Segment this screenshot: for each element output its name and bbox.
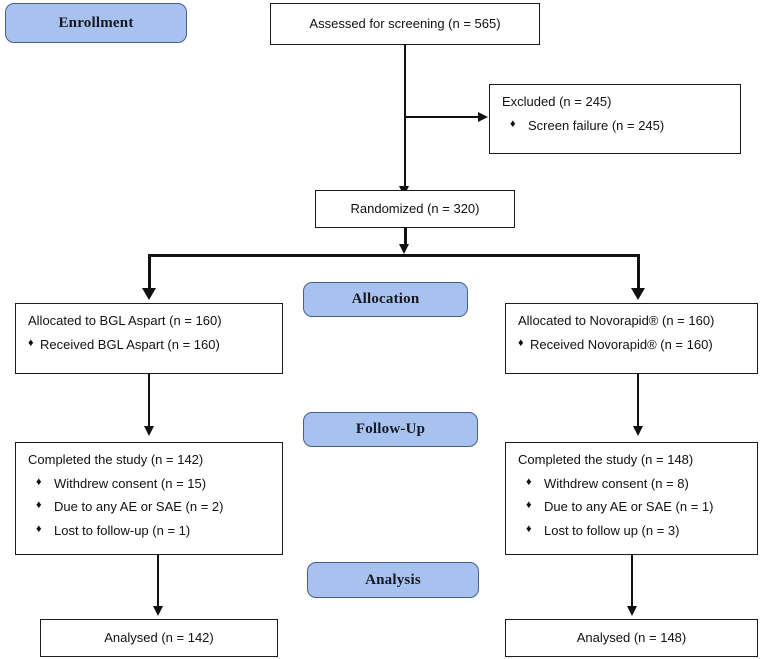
stage-label-allocation: Allocation — [303, 282, 468, 317]
connector-to-excluded — [405, 116, 478, 118]
diamond-bullet-icon: ♦ — [518, 336, 524, 349]
node-analysed-left: Analysed (n = 142) — [40, 619, 278, 657]
list-item: ♦ Received BGL Aspart (n = 160) — [28, 336, 272, 354]
connector-randomized-stem — [404, 228, 407, 248]
list-item-text: Screen failure (n = 245) — [528, 117, 665, 133]
connector-split-left-drop — [148, 254, 151, 292]
connector-split-right-drop — [637, 254, 640, 292]
list-item: ♦ Due to any AE or SAE (n = 2) — [28, 498, 272, 516]
arrowhead-left-followup — [144, 426, 154, 436]
list-item-text: Received BGL Aspart (n = 160) — [40, 336, 220, 352]
node-followup-left-title: Completed the study (n = 142) — [28, 452, 204, 467]
diamond-bullet-icon: ♦ — [36, 475, 42, 488]
node-followup-left-list: ♦ Withdrew consent (n = 15) ♦ Due to any… — [28, 475, 272, 540]
list-item: ♦ Lost to follow-up (n = 1) — [28, 522, 272, 540]
arrowhead-split-right — [631, 288, 645, 300]
list-item-text: Due to any AE or SAE (n = 1) — [544, 499, 714, 515]
arrowhead-right-analysis — [627, 606, 637, 616]
list-item: ♦ Withdrew consent (n = 8) — [518, 475, 747, 493]
stage-label-enrollment: Enrollment — [5, 3, 187, 43]
node-allocated-novorapid: Allocated to Novorapid® (n = 160) ♦ Rece… — [505, 303, 758, 374]
stage-label-followup: Follow-Up — [303, 412, 478, 447]
stage-label-analysis: Analysis — [307, 562, 479, 598]
stage-label-enrollment-text: Enrollment — [58, 14, 134, 31]
list-item-text: Lost to follow up (n = 3) — [544, 522, 680, 538]
arrowhead-right-followup — [633, 426, 643, 436]
arrowhead-left-analysis — [153, 606, 163, 616]
node-allocated-bgl-aspart: Allocated to BGL Aspart (n = 160) ♦ Rece… — [15, 303, 283, 374]
arrowhead-split-left — [142, 288, 156, 300]
node-analysed-right: Analysed (n = 148) — [505, 619, 758, 657]
arrowhead-split-center — [399, 244, 409, 254]
node-completed-study-right: Completed the study (n = 148) ♦ Withdrew… — [505, 442, 758, 555]
list-item: ♦ Screen failure (n = 245) — [502, 117, 730, 135]
diamond-bullet-icon: ♦ — [526, 499, 532, 512]
diamond-bullet-icon: ♦ — [526, 522, 532, 535]
node-followup-right-title: Completed the study (n = 148) — [518, 452, 694, 467]
diamond-bullet-icon: ♦ — [36, 499, 42, 512]
node-randomized: Randomized (n = 320) — [315, 190, 515, 228]
diamond-bullet-icon: ♦ — [28, 336, 34, 349]
node-allocated-right-title: Allocated to Novorapid® (n = 160) — [518, 313, 715, 328]
node-assessed-for-screening: Assessed for screening (n = 565) — [270, 3, 540, 45]
node-randomized-title: Randomized (n = 320) — [350, 201, 480, 217]
list-item-text: Withdrew consent (n = 8) — [544, 475, 689, 491]
list-item-text: Lost to follow-up (n = 1) — [54, 522, 191, 538]
list-item: ♦ Due to any AE or SAE (n = 1) — [518, 498, 747, 516]
connector-left-followup-to-analysis — [157, 555, 159, 609]
node-allocated-left-list: ♦ Received BGL Aspart (n = 160) — [28, 336, 272, 354]
diamond-bullet-icon: ♦ — [510, 117, 516, 130]
connector-right-followup-to-analysis — [631, 555, 633, 609]
arrowhead-to-excluded — [478, 112, 488, 122]
stage-label-followup-text: Follow-Up — [355, 421, 426, 437]
node-followup-right-list: ♦ Withdrew consent (n = 8) ♦ Due to any … — [518, 475, 747, 540]
diamond-bullet-icon: ♦ — [36, 522, 42, 535]
connector-split-bar — [148, 254, 640, 257]
connector-right-alloc-to-followup — [637, 374, 639, 429]
node-analysed-right-title: Analysed (n = 148) — [576, 630, 687, 646]
list-item: ♦ Received Novorapid® (n = 160) — [518, 336, 747, 354]
list-item-text: Withdrew consent (n = 15) — [54, 475, 207, 491]
diamond-bullet-icon: ♦ — [526, 475, 532, 488]
node-excluded: Excluded (n = 245) ♦ Screen failure (n =… — [489, 84, 741, 154]
list-item: ♦ Withdrew consent (n = 15) — [28, 475, 272, 493]
node-allocated-right-list: ♦ Received Novorapid® (n = 160) — [518, 336, 747, 354]
node-excluded-title: Excluded (n = 245) — [502, 94, 612, 109]
list-item-text: Received Novorapid® (n = 160) — [530, 336, 713, 352]
connector-assessed-trunk — [404, 45, 406, 195]
node-excluded-list: ♦ Screen failure (n = 245) — [502, 117, 730, 135]
list-item: ♦ Lost to follow up (n = 3) — [518, 522, 747, 540]
node-allocated-left-title: Allocated to BGL Aspart (n = 160) — [28, 313, 222, 328]
list-item-text: Due to any AE or SAE (n = 2) — [54, 499, 224, 515]
node-completed-study-left: Completed the study (n = 142) ♦ Withdrew… — [15, 442, 283, 555]
stage-label-allocation-text: Allocation — [351, 291, 420, 307]
node-analysed-left-title: Analysed (n = 142) — [104, 630, 214, 646]
node-assessed-title: Assessed for screening (n = 565) — [309, 16, 501, 32]
connector-left-alloc-to-followup — [148, 374, 150, 429]
stage-label-analysis-text: Analysis — [365, 571, 421, 588]
